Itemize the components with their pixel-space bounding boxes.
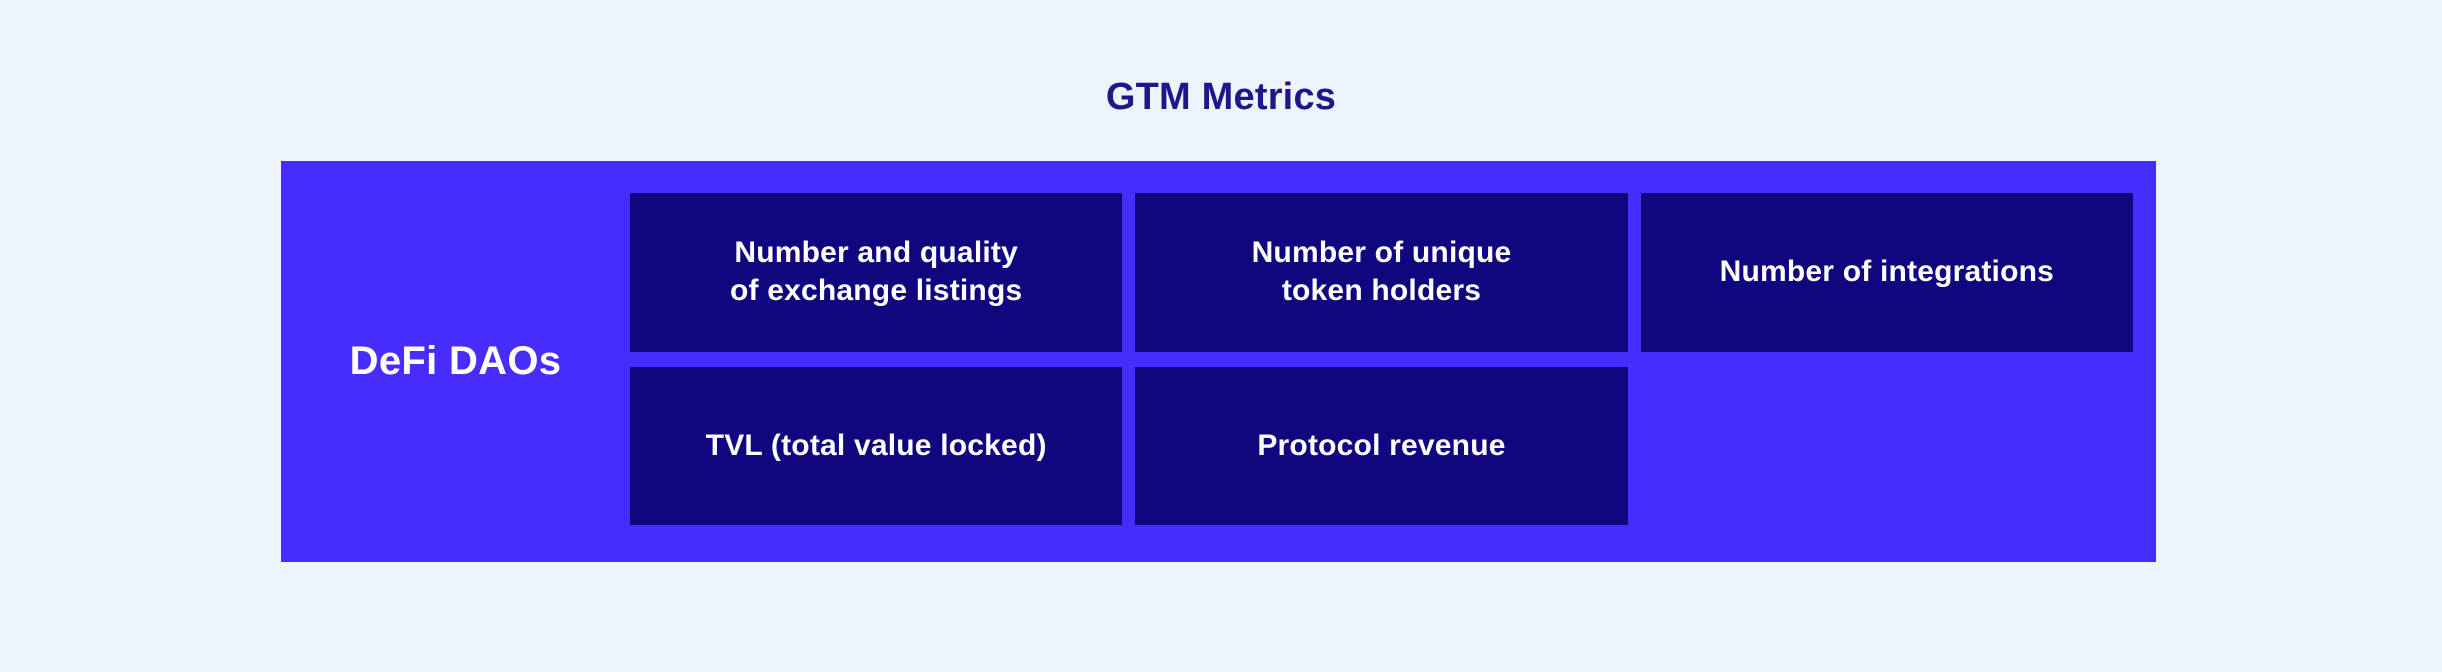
defi-daos-row: DeFi DAOs Number and quality of exchange… — [281, 161, 2156, 562]
metric-box-unique-token-holders: Number of unique token holders — [1135, 193, 1628, 352]
metric-box-tvl: TVL (total value locked) — [630, 366, 1123, 525]
row-label: DeFi DAOs — [349, 339, 562, 383]
metric-box-exchange-listings: Number and quality of exchange listings — [630, 193, 1123, 352]
metrics-grid: Number and quality of exchange listings … — [630, 161, 2156, 562]
row-label-cell: DeFi DAOs — [281, 161, 630, 562]
metric-box-integrations: Number of integrations — [1640, 193, 2133, 352]
metric-box-protocol-revenue: Protocol revenue — [1135, 366, 1628, 525]
page-title: GTM Metrics — [1105, 76, 1337, 118]
